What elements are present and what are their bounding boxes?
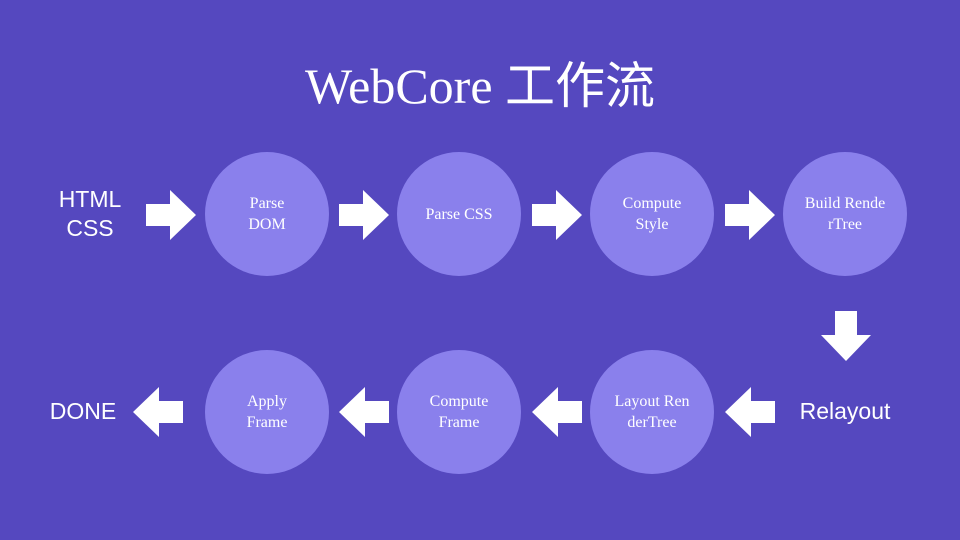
arrow-right-icon [339,190,389,240]
arrow-right-icon [532,190,582,240]
slide-title: WebCore 工作流 [304,58,656,114]
arrow-right-icon [146,190,196,240]
node-parse-dom: Parse DOM [205,152,329,276]
arrow-down-icon [821,311,871,361]
arrow-left-icon [725,387,775,437]
arrow-left-icon [339,387,389,437]
input-label: HTML CSS [40,185,140,243]
relayout-label: Relayout [799,398,891,424]
node-apply-frame: Apply Frame [205,350,329,474]
input-label-html: HTML [58,186,122,212]
input-label-css: CSS [66,215,114,241]
node-build-rendertree: Build RenderTree [783,152,907,276]
done-label: DONE [49,398,117,424]
node-layout-rendertree: Layout RenderTree [590,350,714,474]
arrow-right-icon [725,190,775,240]
arrow-left-icon [532,387,582,437]
node-compute-style: Compute Style [590,152,714,276]
node-compute-frame: Compute Frame [397,350,521,474]
arrow-left-icon [133,387,183,437]
node-parse-css: Parse CSS [397,152,521,276]
